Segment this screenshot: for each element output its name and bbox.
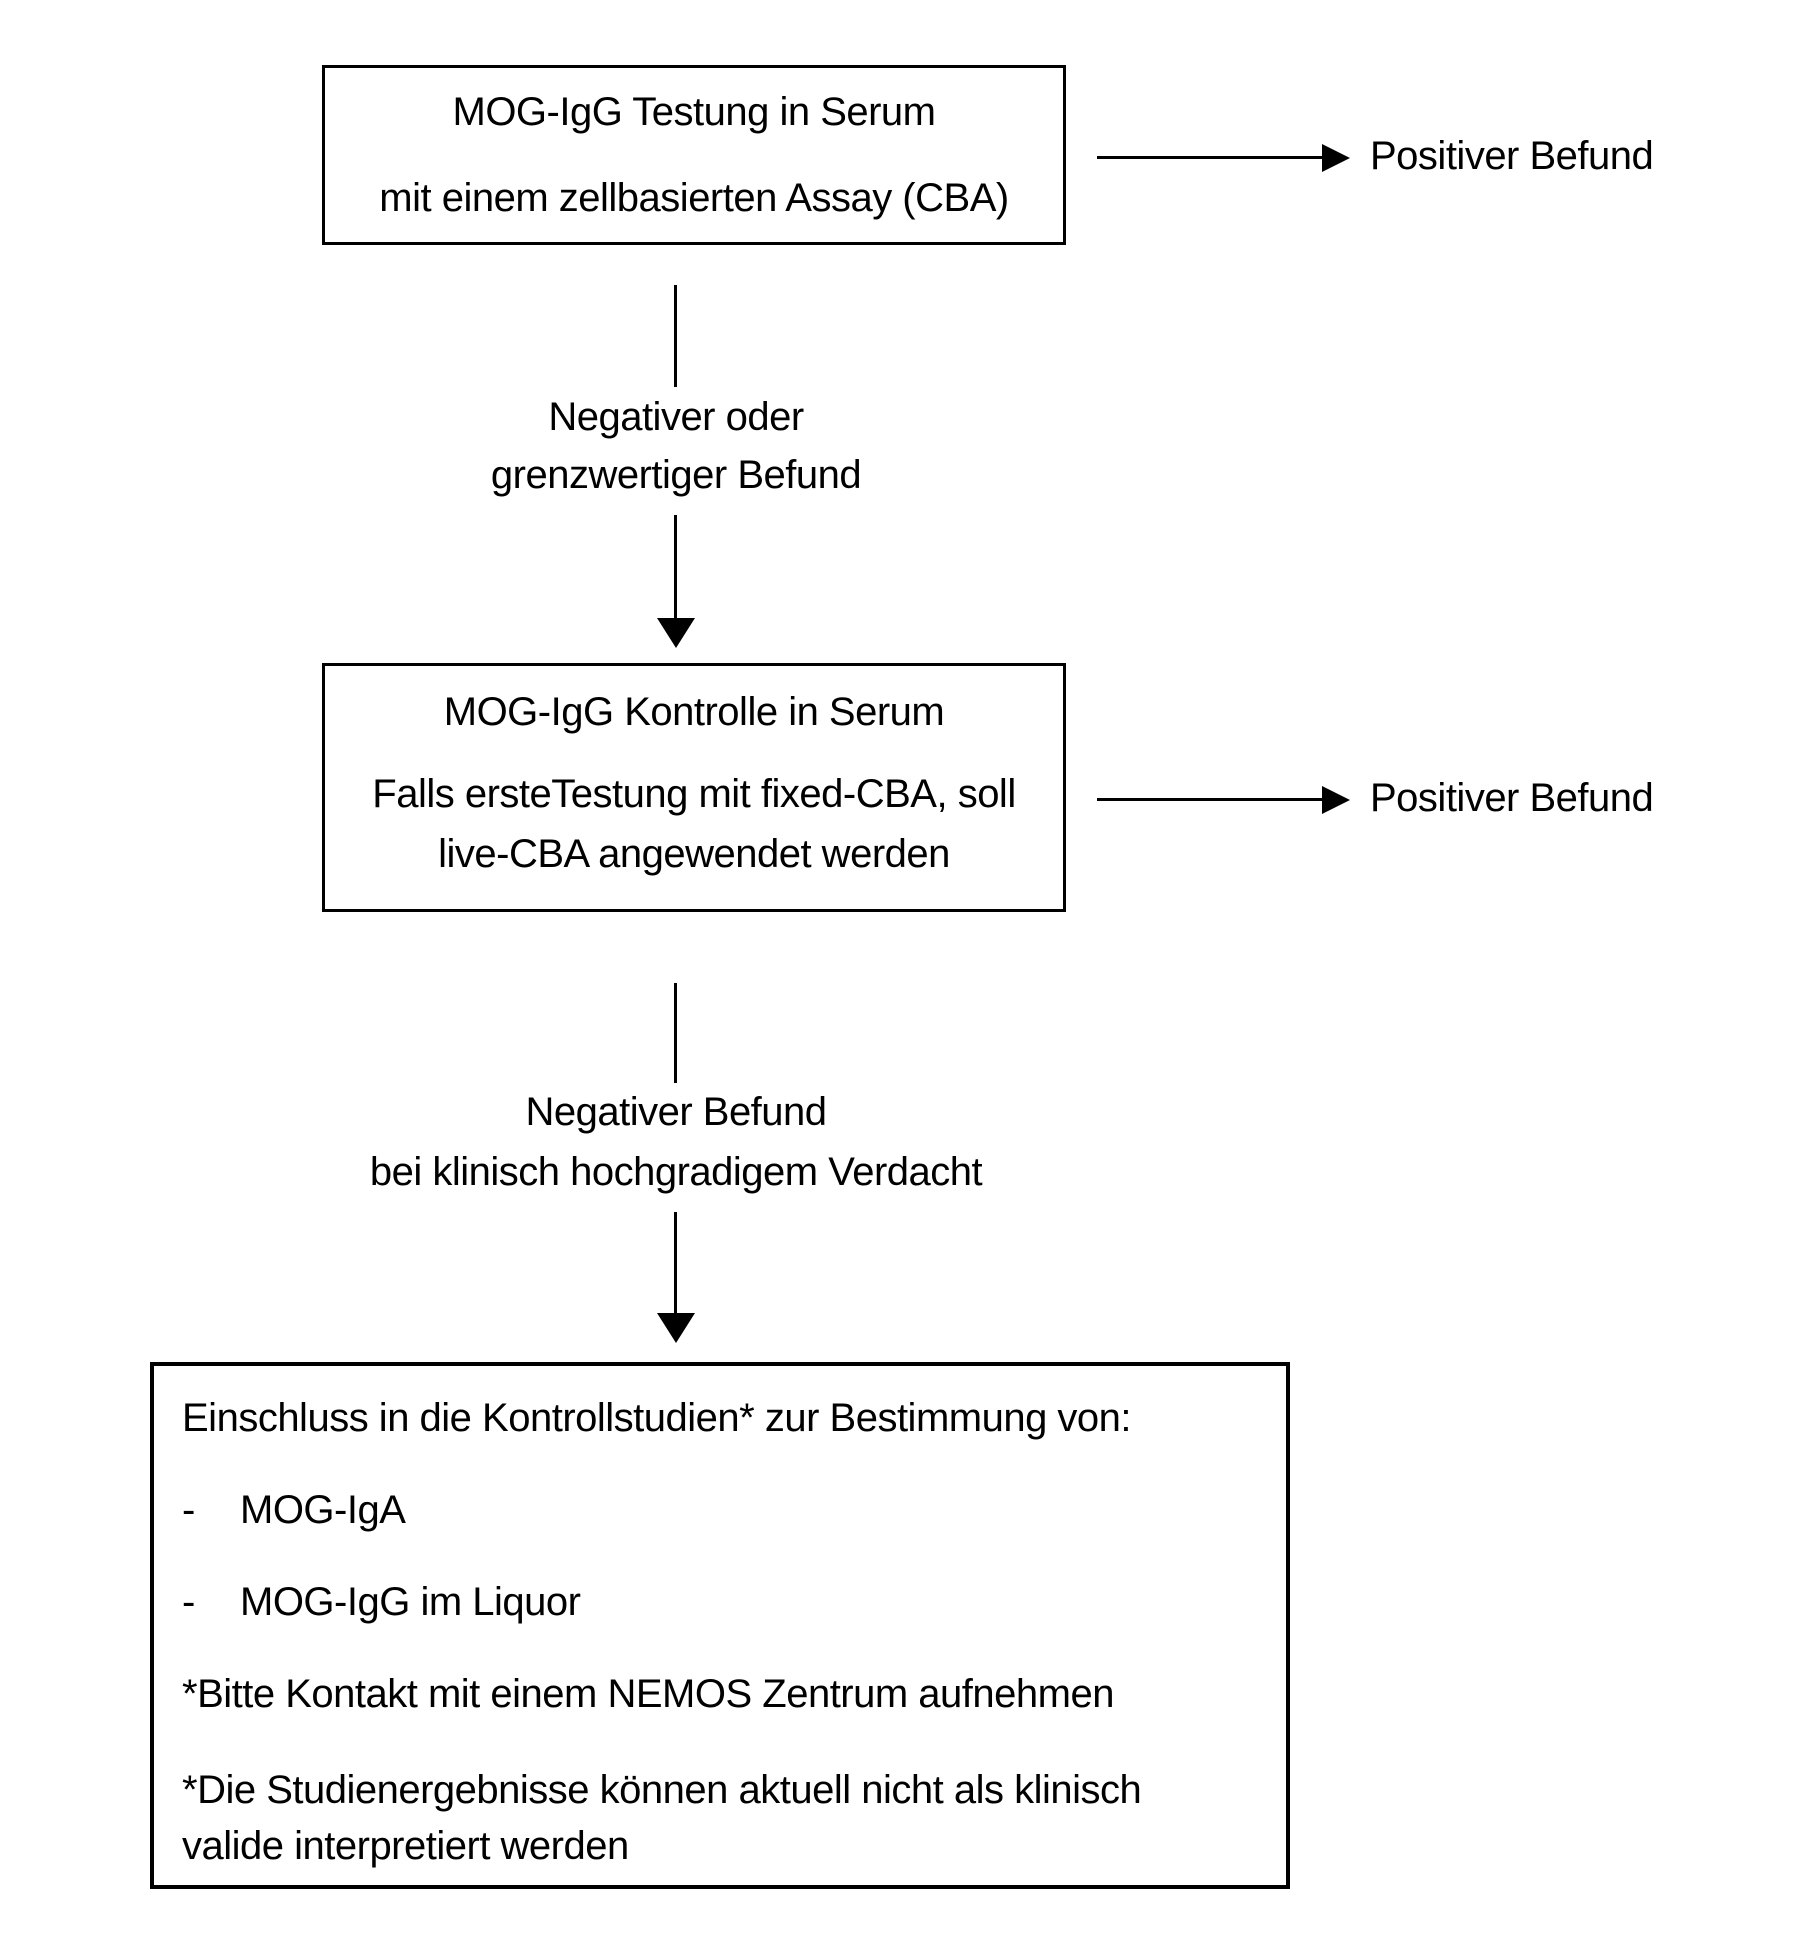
- connector2-line-top: [674, 983, 677, 1083]
- box-serum-testing: MOG-IgG Testung in Serum mit einem zellb…: [322, 65, 1066, 245]
- connector1-arrowhead-down-icon: [657, 618, 695, 648]
- bullet-text: MOG-IgA: [240, 1488, 406, 1532]
- box-serum-control-line1: MOG-IgG Kontrolle in Serum: [443, 690, 945, 734]
- branch2-positive-label: Positiver Befund: [1370, 776, 1654, 820]
- bullet-item-mog-iga: - MOG-IgA: [182, 1486, 1258, 1534]
- note-study-results-line1: *Die Studienergebnisse können aktuell ni…: [182, 1768, 1142, 1812]
- note-study-results-line2: valide interpretiert werden: [182, 1824, 629, 1868]
- connector1-label-line2: grenzwertiger Befund: [490, 453, 862, 497]
- box-serum-control-line3: live-CBA angewendet werden: [438, 832, 950, 876]
- bullet-item-mog-igg-liquor: - MOG-IgG im Liquor: [182, 1578, 1258, 1626]
- branch1-positive-label: Positiver Befund: [1370, 134, 1654, 178]
- connector2-label-line2: bei klinisch hochgradigem Verdacht: [369, 1150, 983, 1194]
- connector2-arrowhead-down-icon: [657, 1313, 695, 1343]
- connector1-line-bottom: [674, 515, 677, 618]
- box-serum-testing-line2: mit einem zellbasierten Assay (CBA): [379, 176, 1009, 220]
- box-serum-control-line2: Falls ersteTestung mit fixed-CBA, soll: [372, 772, 1016, 816]
- bullet-text: MOG-IgG im Liquor: [240, 1580, 581, 1624]
- connector1-label-line1: Negativer oder: [548, 395, 804, 439]
- connector2-label: Negativer Befund bei klinisch hochgradig…: [316, 1082, 1036, 1202]
- box-serum-testing-line1: MOG-IgG Testung in Serum: [452, 90, 937, 134]
- box-control-studies: Einschluss in die Kontrollstudien* zur B…: [150, 1362, 1290, 1889]
- branch2-arrow-line: [1097, 798, 1322, 801]
- branch1-arrow-line: [1097, 156, 1322, 159]
- control-studies-title: Einschluss in die Kontrollstudien* zur B…: [182, 1396, 1132, 1440]
- branch1-arrowhead-right-icon: [1322, 144, 1350, 172]
- connector2-line-bottom: [674, 1212, 677, 1313]
- bullet-marker: -: [182, 1488, 195, 1532]
- box-serum-control: MOG-IgG Kontrolle in Serum Falls ersteTe…: [322, 663, 1066, 912]
- connector1-label: Negativer oder grenzwertiger Befund: [316, 388, 1036, 504]
- connector2-label-line1: Negativer Befund: [525, 1090, 827, 1134]
- branch2-arrowhead-right-icon: [1322, 786, 1350, 814]
- note-study-results: *Die Studienergebnisse können aktuell ni…: [182, 1762, 1258, 1874]
- bullet-marker: -: [182, 1580, 195, 1624]
- note-nemos-contact: *Bitte Kontakt mit einem NEMOS Zentrum a…: [182, 1672, 1114, 1716]
- connector1-line-top: [674, 285, 677, 387]
